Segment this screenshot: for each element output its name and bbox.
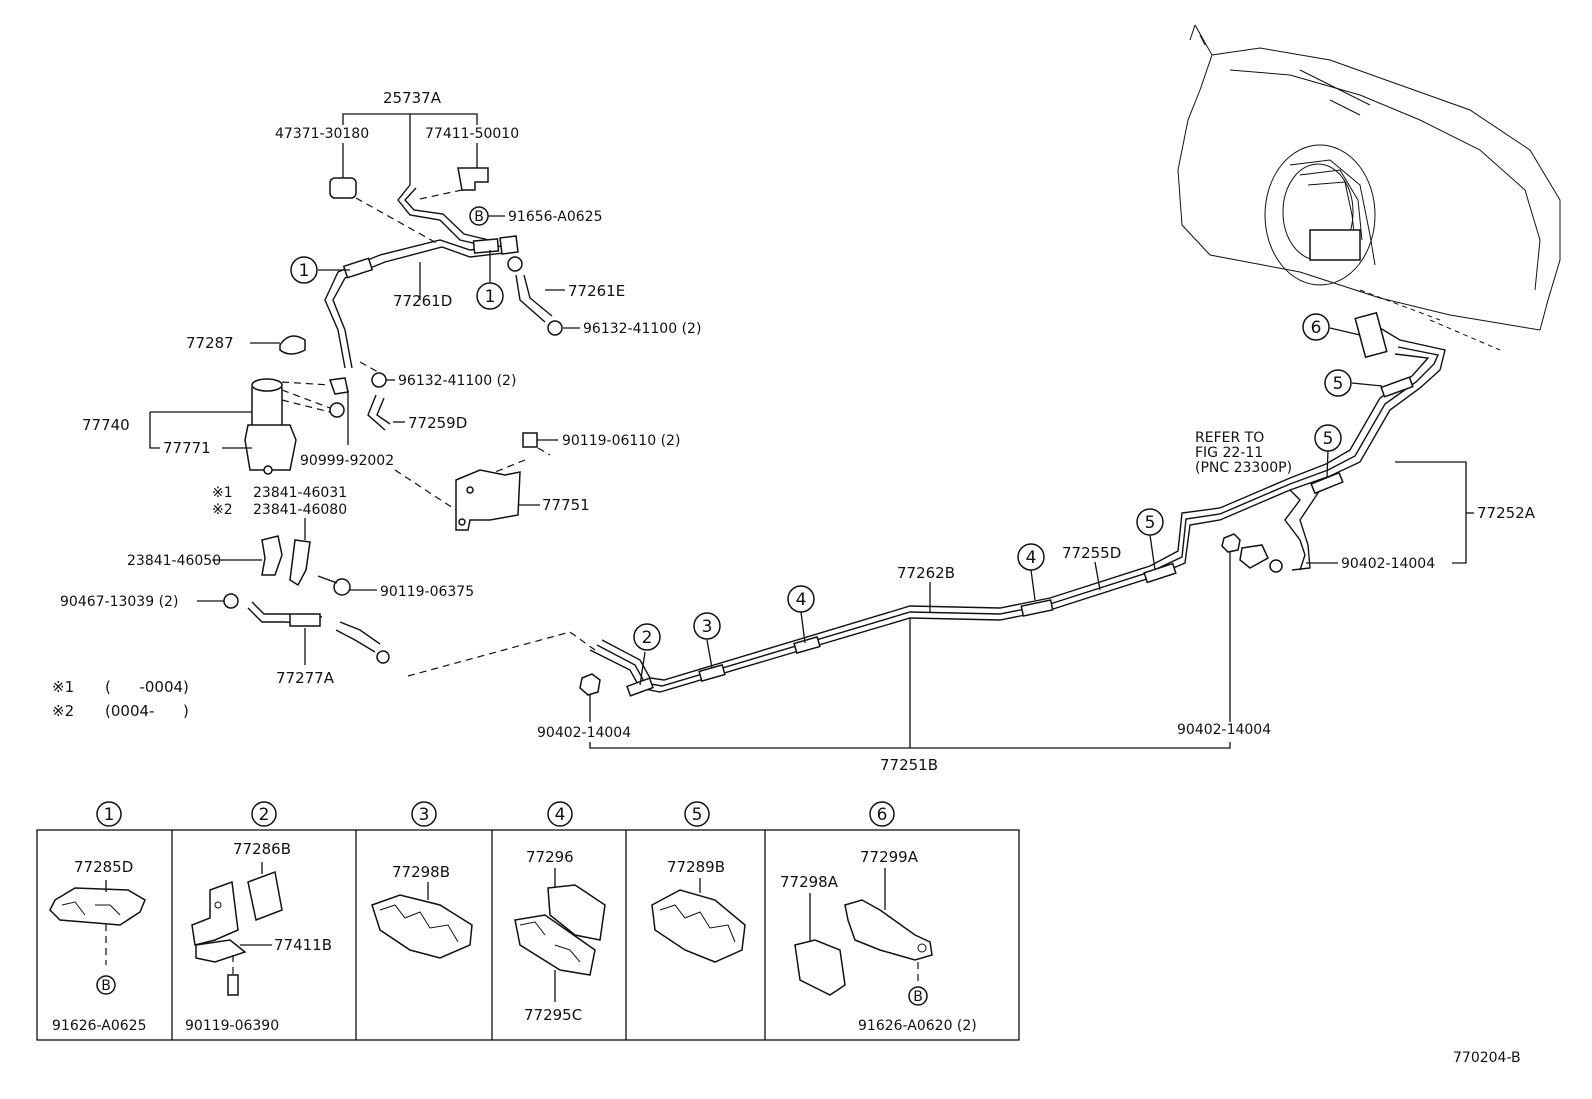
svg-text:5: 5 (692, 805, 703, 825)
refer-line-2: FIG 22-11 (1195, 445, 1263, 461)
cell6-part-a: 77298A (780, 873, 839, 891)
callout-5b: 5 (1314, 424, 1342, 452)
svg-text:3: 3 (419, 805, 430, 825)
svg-text:4: 4 (555, 805, 566, 825)
label-77251B: 77251B (880, 756, 938, 774)
label-77259D: 77259D (408, 414, 467, 432)
label-77262B: 77262B (897, 564, 955, 582)
svg-text:1: 1 (485, 287, 496, 307)
cell4-part-b: 77295C (524, 1006, 582, 1024)
svg-text:2: 2 (259, 805, 270, 825)
table-header-6: 6 (869, 801, 895, 827)
svg-text:2: 2 (642, 628, 653, 648)
note-mark-1: ※1 (52, 678, 74, 696)
cell2-part-b: 77411B (274, 936, 332, 954)
svg-text:4: 4 (796, 590, 807, 610)
table-header-2: 2 (251, 801, 277, 827)
label-77751: 77751 (542, 496, 590, 514)
svg-text:5: 5 (1145, 513, 1156, 533)
label-77277A: 77277A (276, 669, 335, 687)
label-77252A: 77252A (1477, 504, 1536, 522)
label-77261E: 77261E (568, 282, 625, 300)
label-77740: 77740 (82, 416, 130, 434)
label-91656-A0625: 91656-A0625 (508, 209, 603, 225)
label-90402-14004-mid: 90402-14004 (1177, 722, 1271, 738)
label-47371-30180: 47371-30180 (275, 126, 369, 142)
label-90119-06110: 90119-06110 (2) (562, 433, 680, 449)
part-labels: 25737A 47371-30180 77411-50010 91656-A06… (52, 89, 1536, 1066)
label-77411-50010: 77411-50010 (425, 126, 519, 142)
cell4-part-a: 77296 (526, 848, 574, 866)
svg-text:6: 6 (877, 805, 888, 825)
cell1-part-b: 91626-A0625 (52, 1018, 147, 1034)
label-90402-14004-right: 90402-14004 (1341, 556, 1435, 572)
table-headers: 1 2 3 4 5 6 (96, 801, 895, 827)
label-96132-41100-a: 96132-41100 (2) (583, 321, 701, 337)
table-header-5: 5 (684, 801, 710, 827)
callout-1b: 1 (476, 282, 504, 310)
cell6-part-b: 77299A (860, 848, 919, 866)
note-mark-2: ※2 (52, 702, 74, 720)
label-96132-41100-b: 96132-41100 (2) (398, 373, 516, 389)
callout-3: 3 (693, 612, 721, 640)
label-23841-46080: 23841-46080 (253, 502, 347, 518)
callout-2: 2 (633, 623, 661, 651)
callout-5c: 5 (1324, 369, 1352, 397)
cell1-part-a: 77285D (74, 858, 133, 876)
label-90467-13039: 90467-13039 (2) (60, 594, 178, 610)
label-90402-14004-left: 90402-14004 (537, 725, 631, 741)
cell5-part-a: 77289B (667, 858, 725, 876)
fuel-tank (1177, 24, 1561, 351)
svg-text:1: 1 (104, 805, 115, 825)
table-header-1: 1 (96, 801, 122, 827)
evap-assembly: B (149, 113, 596, 677)
label-77255D: 77255D (1062, 544, 1121, 562)
label-77287: 77287 (186, 334, 234, 352)
note-range-1: ( -0004) (105, 678, 189, 696)
b-marker-label: B (474, 209, 484, 225)
callout-6: 6 (1302, 313, 1330, 341)
label-77771: 77771 (163, 439, 211, 457)
svg-text:B: B (101, 978, 111, 994)
callout-markers: 1 1 2 3 4 4 5 5 5 6 (290, 256, 1352, 651)
refer-line-3: (PNC 23300P) (1195, 460, 1292, 476)
refer-line-1: REFER TO (1195, 430, 1264, 446)
clip-table: 1 2 3 4 5 6 77285D B 91626-A0625 77286B … (36, 801, 1020, 1041)
cell2-part-a: 77286B (233, 840, 291, 858)
svg-text:5: 5 (1333, 374, 1344, 394)
label-90999-92002: 90999-92002 (300, 453, 394, 469)
star-2: ※2 (212, 502, 233, 518)
note-range-2: (0004- ) (105, 702, 189, 720)
callout-4b: 4 (1017, 543, 1045, 571)
callout-1a: 1 (290, 256, 318, 284)
svg-text:1: 1 (299, 261, 310, 281)
fuel-lines (579, 311, 1474, 749)
label-25737A: 25737A (383, 89, 442, 107)
label-77261D: 77261D (393, 292, 452, 310)
cell2-part-c: 90119-06390 (185, 1018, 279, 1034)
label-23841-46031: 23841-46031 (253, 485, 347, 501)
svg-text:6: 6 (1311, 318, 1322, 338)
figure-id: 770204-B (1453, 1050, 1521, 1066)
svg-text:B: B (913, 989, 923, 1005)
label-90119-06375: 90119-06375 (380, 584, 474, 600)
table-header-3: 3 (411, 801, 437, 827)
cell3-part-a: 77298B (392, 863, 450, 881)
callout-4a: 4 (787, 585, 815, 613)
star-1: ※1 (212, 485, 233, 501)
svg-text:5: 5 (1323, 429, 1334, 449)
svg-text:4: 4 (1026, 548, 1037, 568)
label-23841-46050: 23841-46050 (127, 553, 221, 569)
callout-5a: 5 (1136, 508, 1164, 536)
table-header-4: 4 (547, 801, 573, 827)
cell6-part-c: 91626-A0620 (2) (858, 1018, 977, 1034)
svg-text:3: 3 (702, 617, 713, 637)
